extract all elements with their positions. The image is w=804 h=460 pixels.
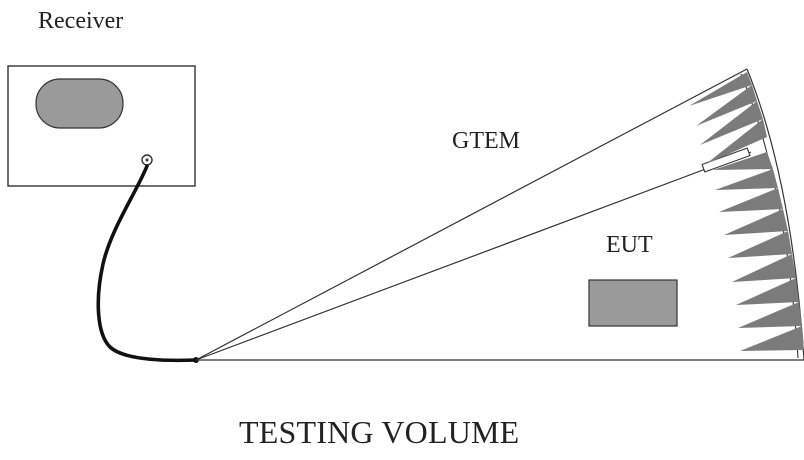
gtem-septum xyxy=(195,151,752,361)
absorber-cone xyxy=(696,85,757,126)
absorber-cone xyxy=(724,209,788,235)
absorber-cone xyxy=(689,72,752,106)
eut-box xyxy=(588,279,678,327)
gtem-label: GTEM xyxy=(452,128,520,154)
gtem-top-wall xyxy=(195,68,748,361)
absorber-cone xyxy=(740,326,804,351)
testing-volume-label: TESTING VOLUME xyxy=(239,414,520,450)
septum-termination xyxy=(701,147,751,173)
absorber-cone xyxy=(732,254,796,282)
absorber-cone xyxy=(713,152,773,170)
receiver-display xyxy=(35,78,124,129)
coax-cable xyxy=(96,164,198,363)
absorber-cone xyxy=(700,101,763,145)
absorber-cone xyxy=(728,231,792,258)
eut-label: EUT xyxy=(606,232,653,258)
absorber-cone xyxy=(719,188,783,212)
absorber-cone xyxy=(738,302,802,328)
absorber-cone xyxy=(706,119,767,164)
absorber-cone xyxy=(715,169,778,190)
receiver-label: Receiver xyxy=(38,8,124,34)
absorber-cone xyxy=(736,278,799,305)
receiver-connector-center xyxy=(145,158,149,162)
